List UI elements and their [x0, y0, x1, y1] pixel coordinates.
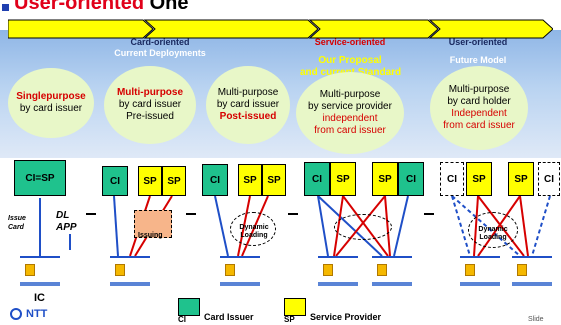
label-app: APP [56, 222, 77, 233]
box-ci: CI [398, 162, 424, 196]
header-current-deployments: Current Deployments [114, 48, 206, 58]
box-ci: CI [202, 164, 228, 196]
header-user-oriented: User-oriented [448, 37, 508, 47]
smart-card [512, 256, 552, 286]
label-ic: IC [34, 292, 45, 304]
box-sp: SP [508, 162, 534, 196]
header-service-oriented: Service-oriented [314, 37, 386, 47]
label-dl: DL [56, 210, 70, 221]
issuing-box [134, 210, 172, 238]
header-our-proposal: Our Proposal [318, 55, 382, 66]
box-sp: SP [466, 162, 492, 196]
blob-single-purpose: Singlepurpose by card issuer [8, 68, 94, 138]
box-ci-dashed: CI [440, 162, 464, 196]
legend-ci-text: Card Issuer [204, 312, 254, 322]
box-sp: SP [162, 166, 186, 196]
dynamic-loading-ellipse-2 [468, 212, 518, 248]
smart-card [318, 256, 358, 286]
smart-card [220, 256, 260, 286]
label-issuing: Issuing [138, 232, 163, 239]
label-dynamic-loading-2: Dynamic Loading [478, 226, 508, 241]
blob-multi-purpose-pre-issued: Multi-purpose by card issuer Pre-issued [104, 66, 196, 144]
blob-multi-purpose-post-issued: Multi-purpose by card issuer Post-issued [206, 66, 290, 144]
box-ci: CI [304, 162, 330, 196]
header-future-model: Future Model [449, 55, 507, 65]
legend-sp-label: SP [284, 315, 295, 324]
slide-number: Slide [528, 316, 544, 323]
box-ci-dashed: CI [538, 162, 560, 196]
header-card-oriented: Card-oriented [130, 37, 190, 47]
box-sp: SP [330, 162, 356, 196]
ntt-logo-text: NTT [26, 308, 48, 320]
ntt-logo-icon [10, 308, 22, 320]
blob-service-provider: Multi-purpose by service provider indepe… [296, 72, 404, 154]
smart-card [460, 256, 500, 286]
box-sp: SP [238, 164, 262, 196]
smart-card [20, 256, 60, 286]
bullet-icon [2, 4, 9, 11]
box-sp: SP [372, 162, 398, 196]
box-sp: SP [262, 164, 286, 196]
box-ci: CI [102, 166, 128, 196]
legend-ci-label: CI [178, 315, 186, 324]
evolution-arrow-bar [8, 19, 553, 39]
label-issue-card: Issue Card [8, 215, 26, 231]
box-ci-sp: CI=SP [14, 160, 66, 196]
dynamic-loading-ellipse [230, 212, 276, 246]
blob-card-holder: Multi-purpose by card holder Independent… [430, 66, 528, 150]
service-provider-ellipse [334, 214, 392, 240]
smart-card [110, 256, 150, 286]
box-sp: SP [138, 166, 162, 196]
legend-ci-swatch [178, 298, 200, 316]
smart-card [372, 256, 412, 286]
label-dynamic-loading: Dynamic Loading [239, 224, 269, 239]
legend-sp-swatch [284, 298, 306, 316]
slide-title: User-oriented One [14, 0, 189, 14]
legend-sp-text: Service Provider [310, 312, 382, 322]
